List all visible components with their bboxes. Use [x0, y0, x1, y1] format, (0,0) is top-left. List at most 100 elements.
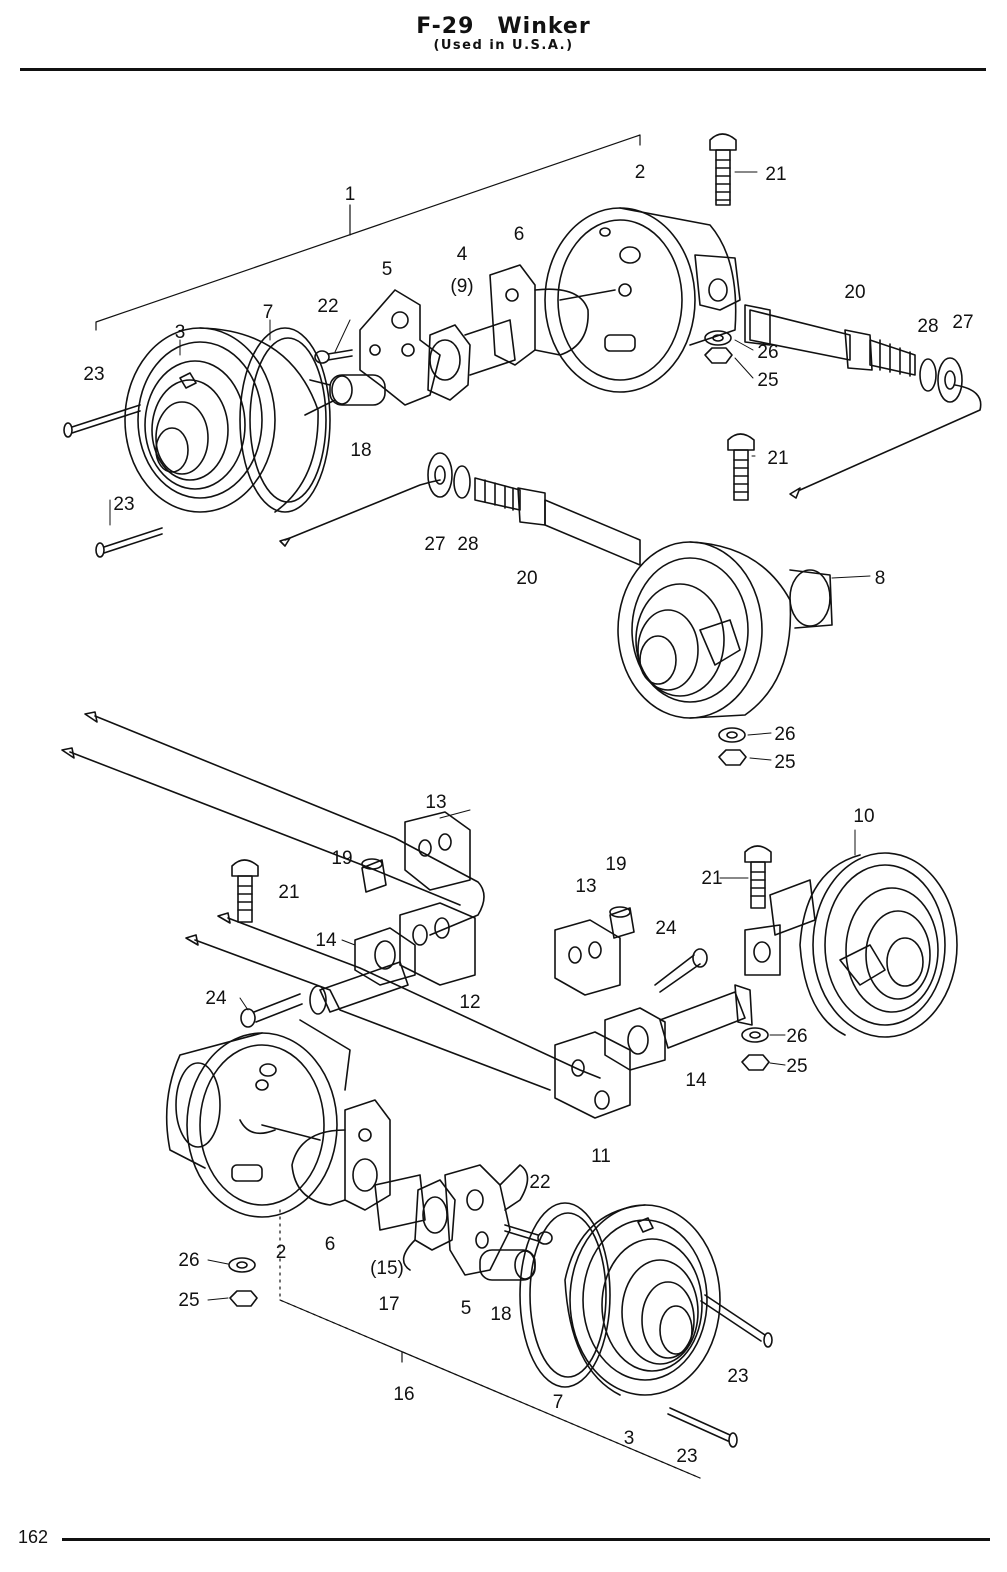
rubber-cushion [309, 927, 416, 1015]
lens-rim [519, 1202, 611, 1388]
callout-label: (9) [450, 276, 473, 297]
case-mount-boss [694, 254, 741, 311]
callout-label: 22 [529, 1172, 550, 1193]
callout-label: 28 [917, 316, 938, 337]
callout-label: 25 [786, 1056, 807, 1077]
callout-label: 23 [113, 494, 134, 515]
callout-label: 26 [757, 342, 778, 363]
callout-label: 12 [459, 992, 480, 1013]
rubber-cushion [604, 984, 753, 1071]
footer-rule [62, 1538, 990, 1541]
callout-leaders [109, 171, 871, 1301]
callout-label: 25 [774, 752, 795, 773]
callout-label: 6 [514, 224, 525, 245]
callout-label: 21 [765, 164, 786, 185]
rubber-grommet [554, 906, 635, 996]
callout-label: 7 [263, 302, 274, 323]
callout-label: 24 [655, 918, 677, 939]
callout-label: 19 [605, 854, 626, 875]
callout-label: 19 [331, 848, 352, 869]
callout-label: 2 [276, 1242, 287, 1263]
callout-label: 22 [317, 296, 338, 317]
callout-label: 28 [457, 534, 478, 555]
winker-stay [489, 264, 589, 366]
callout-label: 1 [345, 184, 356, 205]
lamp-holder [427, 319, 516, 401]
rubber-grommet [361, 811, 471, 893]
callout-label: 26 [178, 1250, 199, 1271]
bolt [709, 133, 737, 206]
bracket-plate [444, 1164, 529, 1276]
lens-screw [667, 1294, 773, 1448]
bulb-socket [304, 374, 386, 416]
screw [240, 993, 303, 1028]
callout-label: 4 [457, 244, 468, 265]
callout-label: 5 [382, 259, 393, 280]
winker-lens [124, 327, 319, 513]
callout-label: 2 [635, 162, 646, 183]
callout-label: 3 [624, 1428, 635, 1449]
washer-nut [741, 1027, 770, 1071]
lens-screw [63, 404, 163, 558]
assembly-bracket-line [279, 1209, 701, 1479]
callout-label: 20 [516, 568, 537, 589]
callout-label: 16 [393, 1384, 414, 1405]
callout-label: 14 [315, 930, 337, 951]
callout-label: 21 [278, 882, 299, 903]
callout-label: 13 [425, 792, 446, 813]
callout-label: 23 [83, 364, 104, 385]
callout-label: 21 [701, 868, 722, 889]
wire-lead [789, 384, 982, 499]
callout-label: 27 [424, 534, 445, 555]
threaded-arm [474, 477, 641, 566]
callout-label: 7 [553, 1392, 564, 1413]
callout-label: 14 [685, 1070, 707, 1091]
header-rule [20, 68, 986, 71]
winker-case [544, 207, 737, 393]
bolt [231, 859, 259, 923]
winker-stay [291, 1099, 391, 1211]
callout-label: 17 [378, 1294, 399, 1315]
bolt [744, 845, 772, 909]
callout-label: 20 [844, 282, 865, 303]
callout-label: 23 [727, 1366, 748, 1387]
callout-label: 10 [853, 806, 874, 827]
callout-label: 23 [676, 1446, 697, 1467]
callout-label: 3 [175, 322, 186, 343]
callout-label: 18 [490, 1304, 511, 1325]
callout-label: 8 [875, 568, 886, 589]
callout-label: 5 [461, 1298, 472, 1319]
lens-rim [239, 327, 331, 513]
callout-label: 26 [774, 724, 795, 745]
screw [504, 1224, 553, 1245]
callout-label: (15) [370, 1258, 404, 1279]
callout-label: 26 [786, 1026, 807, 1047]
lamp-holder [374, 1174, 456, 1271]
screw [654, 948, 708, 993]
wire-lead [279, 479, 441, 547]
callout-label: 25 [178, 1290, 199, 1311]
clamp [554, 1031, 631, 1119]
threaded-arm [744, 304, 916, 377]
winker-assembly [617, 541, 833, 719]
clamp [399, 902, 476, 986]
wire-lead [61, 711, 601, 1091]
washer [919, 357, 963, 403]
bulb-socket [479, 1249, 536, 1281]
assembly-bracket-line [95, 134, 641, 331]
washer-nut [228, 1257, 258, 1307]
callout-label: 13 [575, 876, 596, 897]
winker-lens [564, 1204, 721, 1396]
washer-nut [704, 330, 733, 364]
page-number: 162 [18, 1527, 49, 1547]
screw [314, 349, 353, 364]
callout-label: 18 [350, 440, 371, 461]
page-title: F-29 Winker [416, 14, 591, 39]
bolt [727, 433, 755, 501]
callout-label: 24 [205, 988, 227, 1009]
callout-label: 21 [767, 448, 788, 469]
page-subtitle: (Used in U.S.A.) [433, 38, 574, 53]
callout-label: 27 [952, 312, 973, 333]
winker-assembly [744, 852, 958, 1038]
